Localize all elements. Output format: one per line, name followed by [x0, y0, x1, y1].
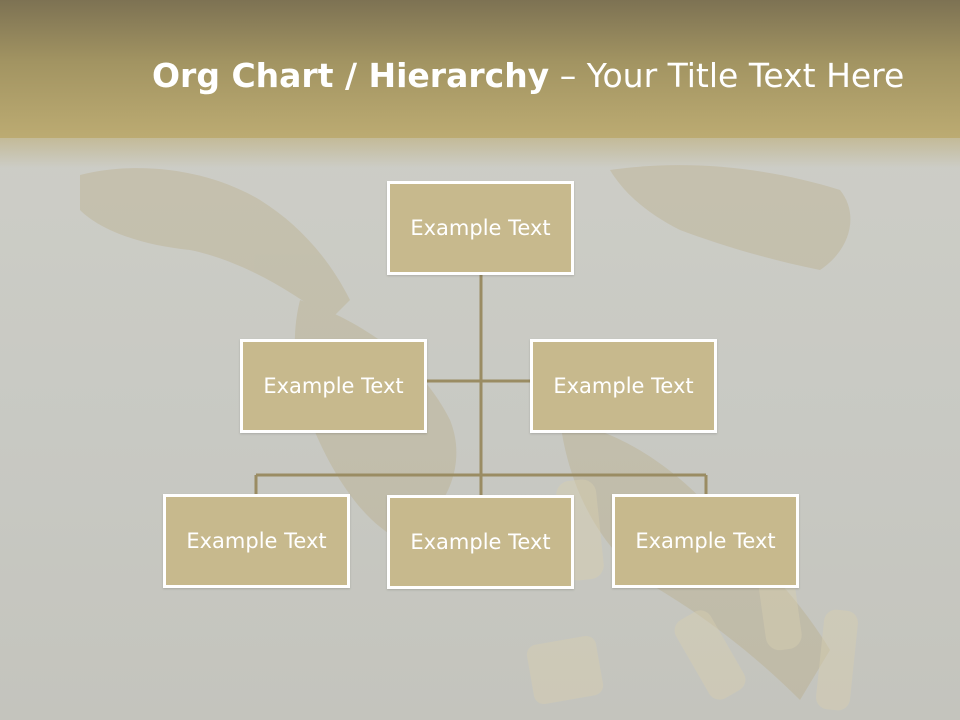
org-node-label: Example Text [553, 374, 694, 398]
org-node-label: Example Text [186, 529, 327, 553]
org-node-level3-right[interactable]: Example Text [612, 494, 799, 588]
title-dash: – [549, 56, 587, 95]
org-node-top-label: Example Text [410, 216, 551, 240]
org-node-level2-right[interactable]: Example Text [530, 339, 717, 433]
org-node-top[interactable]: Example Text [387, 181, 574, 275]
title-bold: Org Chart / Hierarchy [152, 56, 550, 95]
org-node-label: Example Text [635, 529, 776, 553]
org-node-label: Example Text [410, 530, 551, 554]
org-node-level3-center[interactable]: Example Text [387, 495, 574, 589]
header-bar [0, 0, 960, 138]
header-band [0, 138, 960, 168]
slide-title: Org Chart / Hierarchy – Your Title Text … [152, 52, 932, 100]
org-node-label: Example Text [263, 374, 404, 398]
title-rest: Your Title Text Here [586, 56, 905, 95]
org-node-level3-left[interactable]: Example Text [163, 494, 350, 588]
org-node-level2-left[interactable]: Example Text [240, 339, 427, 433]
